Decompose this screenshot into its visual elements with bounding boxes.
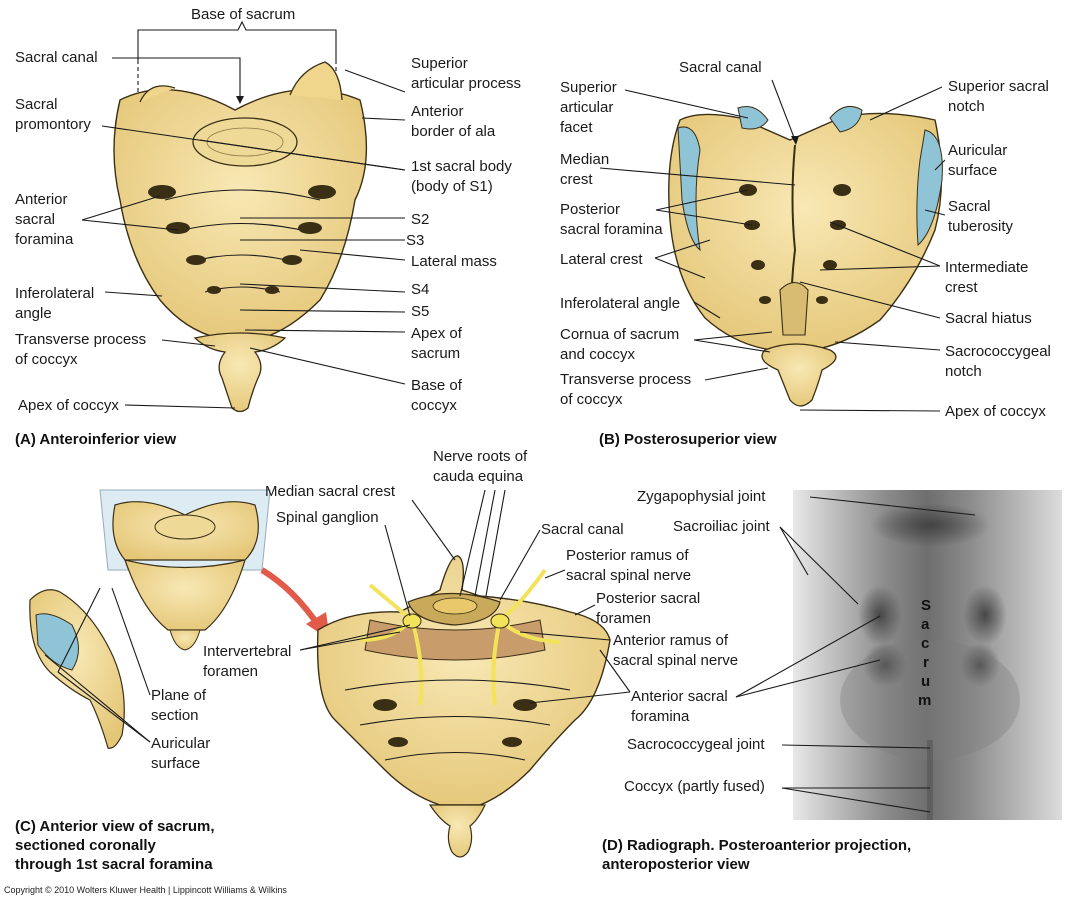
label-inferolateral-angle-b: Inferolateral angle: [560, 295, 681, 312]
label-sacroiliac-joint: Sacroiliac joint: [673, 518, 770, 535]
label-inferolateral-angle-a: Inferolateral angle: [15, 285, 95, 322]
sacrum-posterior-drawing: [668, 105, 943, 407]
label-nerve-roots: Nerve roots of cauda equina: [433, 448, 528, 485]
label-anterior-border-of-ala: Anterior border of ala: [411, 103, 496, 140]
sacrum-section-drawing: [29, 489, 611, 858]
label-sacral-canal-a: Sacral canal: [15, 49, 98, 66]
label-anterior-sacral-foramina-c: Anterior sacral foramina: [631, 688, 728, 725]
sacrum-letter: S: [921, 597, 931, 614]
label-posterior-sacral-foramina: Posterior sacral foramina: [560, 201, 663, 238]
sacrum-letter: m: [918, 692, 931, 709]
sacrum-letter: r: [923, 654, 929, 671]
radiograph-image: S a c r u m: [793, 490, 1062, 820]
label-posterior-sacral-foramen: Posterior sacral foramen: [596, 590, 701, 627]
label-auricular-surface-b: Auricular surface: [948, 142, 1008, 179]
sacrum-letter: u: [921, 673, 930, 690]
label-s5: S5: [411, 303, 430, 320]
label-spinal-ganglion: Spinal ganglion: [276, 509, 379, 526]
label-base-of-sacrum: Base of sacrum: [191, 6, 296, 23]
label-superior-sacral-notch: Superior sacral notch: [948, 78, 1049, 115]
label-lateral-crest: Lateral crest: [560, 251, 643, 268]
label-transverse-process-b: Transverse process of coccyx: [560, 371, 692, 408]
label-anterior-sacral-foramina-a: Anterior sacral foramina: [15, 191, 74, 248]
label-sacral-canal-c: Sacral canal: [541, 521, 624, 538]
label-anterior-ramus: Anterior ramus of sacral spinal nerve: [613, 632, 739, 669]
label-s4: S4: [411, 281, 430, 298]
label-apex-of-sacrum: Apex of sacrum: [411, 325, 462, 362]
label-apex-of-coccyx-a: Apex of coccyx: [18, 397, 119, 414]
label-superior-articular-process: Superior articular process: [411, 55, 522, 92]
label-plane-of-section: Plane of section: [151, 687, 207, 724]
panel-b-leaders: [599, 79, 946, 412]
caption-panel-c: (C) Anterior view of sacrum, sectioned c…: [15, 818, 215, 873]
caption-panel-d: (D) Radiograph. Posteroanterior projecti…: [602, 837, 912, 873]
label-auricular-surface-c: Auricular surface: [151, 735, 211, 772]
label-median-sacral-crest: Median sacral crest: [265, 483, 396, 500]
label-sacrococcygeal-notch: Sacrococcygeal notch: [945, 343, 1051, 380]
label-sacral-promontory: Sacral promontory: [15, 96, 91, 133]
label-cornua: Cornua of sacrum and coccyx: [560, 326, 680, 363]
label-sacral-hiatus: Sacral hiatus: [945, 310, 1032, 327]
panel-c-leaders: [44, 489, 631, 743]
label-s2: S2: [411, 211, 430, 228]
label-sacral-tuberosity: Sacral tuberosity: [948, 198, 1014, 235]
label-intermediate-crest: Intermediate crest: [945, 259, 1029, 296]
label-median-crest: Median crest: [560, 151, 610, 188]
label-superior-articular-facet: Superior articular facet: [560, 79, 617, 136]
label-sacrococcygeal-joint: Sacrococcygeal joint: [627, 736, 765, 753]
panel-d-leaders: [735, 496, 976, 813]
label-coccyx: Coccyx (partly fused): [624, 778, 765, 795]
label-s3: S3: [406, 232, 425, 249]
label-first-sacral-body: 1st sacral body (body of S1): [411, 158, 512, 195]
copyright-notice: Copyright © 2010 Wolters Kluwer Health |…: [4, 885, 287, 895]
caption-panel-a: (A) Anteroinferior view: [15, 431, 177, 448]
label-base-of-coccyx: Base of coccyx: [411, 377, 462, 414]
caption-panel-b: (B) Posterosuperior view: [599, 431, 777, 448]
label-zygapophysial-joint: Zygapophysial joint: [637, 488, 766, 505]
label-intervertebral-foramen: Intervertebral foramen: [203, 643, 292, 680]
label-apex-of-coccyx-b: Apex of coccyx: [945, 403, 1046, 420]
label-lateral-mass: Lateral mass: [411, 253, 497, 270]
label-sacral-canal-b: Sacral canal: [679, 59, 762, 76]
label-posterior-ramus: Posterior ramus of sacral spinal nerve: [566, 547, 692, 584]
panel-a-leaders: [81, 57, 406, 409]
sacrum-letter: c: [921, 635, 929, 652]
sacrum-letter: a: [921, 616, 930, 633]
label-transverse-process-a: Transverse process of coccyx: [15, 331, 147, 368]
